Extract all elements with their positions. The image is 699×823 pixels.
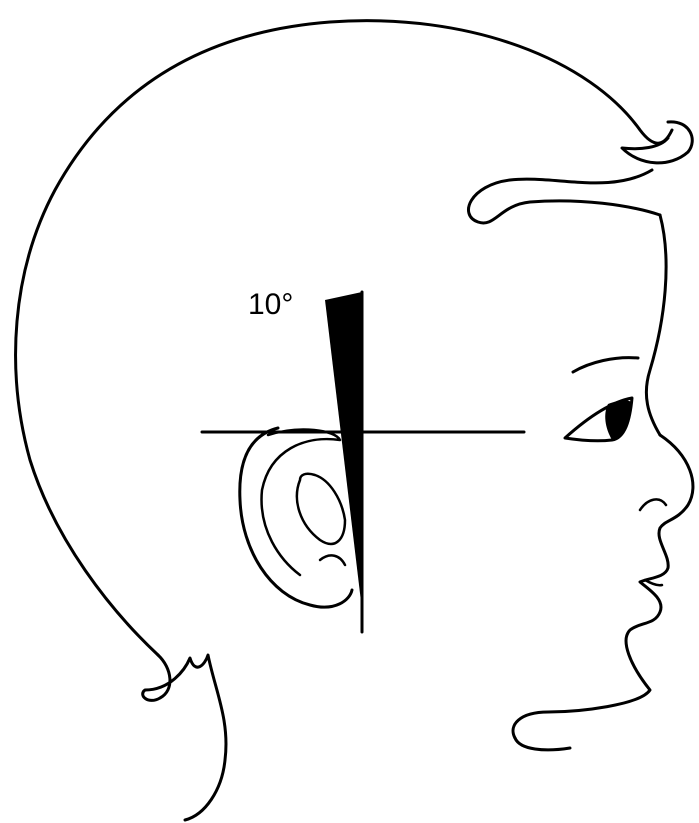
nostril bbox=[640, 499, 666, 510]
angle-label: 10° bbox=[248, 288, 293, 321]
ear-helix bbox=[262, 430, 340, 575]
forehead-line bbox=[646, 215, 666, 435]
throat-line bbox=[515, 738, 570, 750]
forehead-curl bbox=[468, 170, 660, 223]
face-profile bbox=[513, 435, 693, 738]
ear-inner bbox=[297, 474, 345, 544]
hair-curl-nape bbox=[143, 655, 226, 820]
ear-outer bbox=[240, 428, 352, 607]
ear-lobe-detail bbox=[320, 555, 345, 565]
eye-pupil bbox=[605, 400, 632, 440]
eyebrow bbox=[573, 358, 638, 372]
lip-fold bbox=[645, 580, 662, 585]
